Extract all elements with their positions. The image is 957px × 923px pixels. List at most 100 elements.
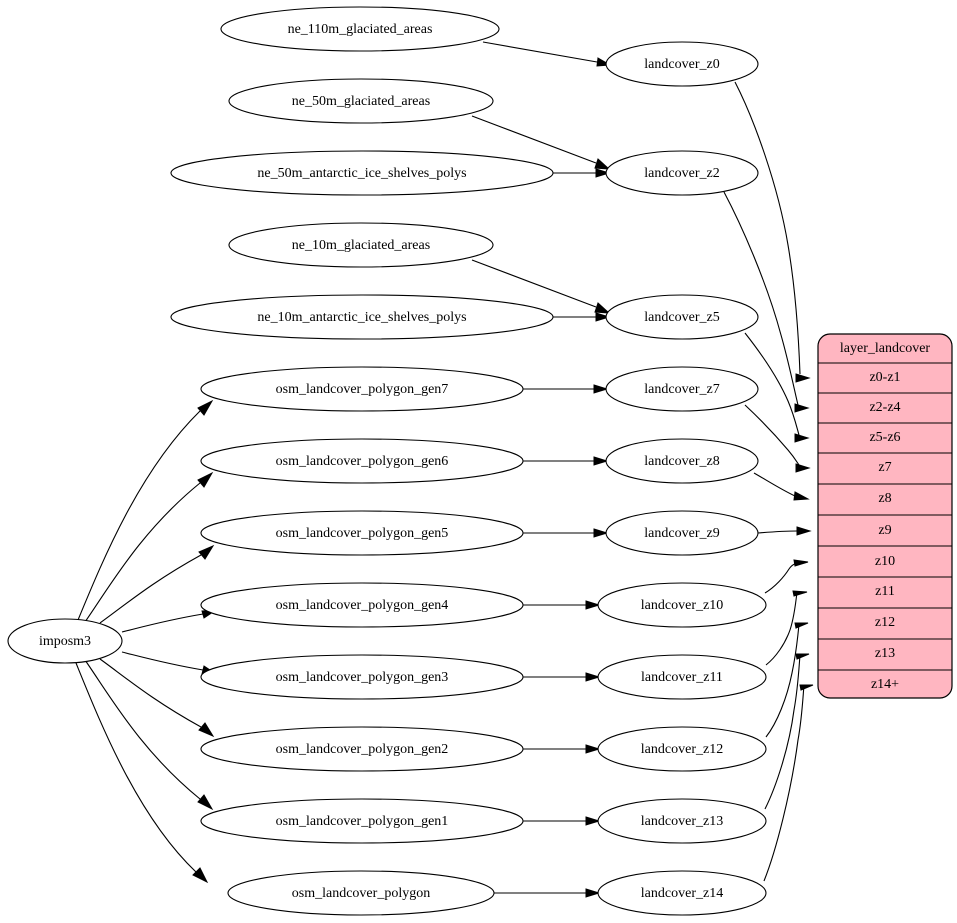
- node-osm-landcover-polygon-gen5[interactable]: osm_landcover_polygon_gen5: [200, 510, 524, 556]
- node-osm-landcover-polygon-gen5-label: osm_landcover_polygon_gen5: [276, 526, 449, 541]
- edges-layer: [75, 41, 814, 898]
- node-landcover-z13[interactable]: landcover_z13: [597, 798, 767, 844]
- edge-ne110m-to-z0: [482, 41, 612, 67]
- edge-z12-to-row-z12: [765, 622, 809, 738]
- record-row-z8[interactable]: z8: [878, 491, 891, 506]
- edge-imposm3-to-osm-polygon: [75, 662, 209, 884]
- node-osm-landcover-polygon-gen1-label: osm_landcover_polygon_gen1: [276, 814, 449, 829]
- node-osm-landcover-polygon-gen3-label: osm_landcover_polygon_gen3: [276, 670, 449, 685]
- node-ne-50m-glaciated-areas[interactable]: ne_50m_glaciated_areas: [228, 78, 494, 124]
- edge-ne10m-antarctic-to-z5: [553, 312, 611, 322]
- layer-landcover-record[interactable]: layer_landcover z0-z1 z2-z4 z5-z6 z7 z8 …: [817, 333, 953, 699]
- node-osm-landcover-polygon-gen1[interactable]: osm_landcover_polygon_gen1: [200, 798, 524, 844]
- record-row-z2-z4[interactable]: z2-z4: [869, 400, 900, 415]
- node-landcover-z0[interactable]: landcover_z0: [605, 41, 759, 87]
- node-ne-10m-antarctic-ice-shelves-polys-label: ne_10m_antarctic_ice_shelves_polys: [257, 310, 466, 325]
- edge-imposm3-to-osm-gen1: [84, 659, 214, 811]
- edge-osm-gen4-to-z10: [523, 600, 601, 610]
- node-osm-landcover-polygon-gen4-label: osm_landcover_polygon_gen4: [276, 598, 449, 613]
- node-osm-landcover-polygon-gen3[interactable]: osm_landcover_polygon_gen3: [200, 654, 524, 700]
- node-ne-10m-glaciated-areas[interactable]: ne_10m_glaciated_areas: [228, 222, 494, 268]
- node-ne-10m-glaciated-areas-label: ne_10m_glaciated_areas: [292, 238, 430, 253]
- node-landcover-z2[interactable]: landcover_z2: [605, 150, 759, 196]
- edge-imposm3-to-osm-gen2: [99, 658, 215, 738]
- node-ne-50m-antarctic-ice-shelves-polys-label: ne_50m_antarctic_ice_shelves_polys: [257, 166, 466, 181]
- node-landcover-z14-label: landcover_z14: [641, 886, 723, 901]
- node-landcover-z0-label: landcover_z0: [644, 57, 719, 72]
- node-landcover-z13-label: landcover_z13: [641, 814, 723, 829]
- node-landcover-z9[interactable]: landcover_z9: [605, 510, 759, 556]
- node-landcover-z10[interactable]: landcover_z10: [597, 582, 767, 628]
- node-landcover-z5-label: landcover_z5: [644, 310, 719, 325]
- node-imposm3[interactable]: imposm3: [7, 618, 123, 664]
- node-landcover-z11[interactable]: landcover_z11: [597, 654, 767, 700]
- node-osm-landcover-polygon-gen7[interactable]: osm_landcover_polygon_gen7: [200, 366, 524, 412]
- osm-source-nodes: osm_landcover_polygon_gen7 osm_landcover…: [200, 366, 524, 916]
- node-osm-landcover-polygon-gen2-label: osm_landcover_polygon_gen2: [276, 742, 449, 757]
- edge-imposm3-to-osm-gen6: [84, 471, 214, 623]
- landcover-zoom-nodes: landcover_z0 landcover_z2 landcover_z5 l…: [597, 41, 767, 916]
- edge-z11-to-row-z11: [765, 590, 808, 666]
- node-landcover-z11-label: landcover_z11: [641, 670, 723, 685]
- node-landcover-z10-label: landcover_z10: [641, 598, 723, 613]
- node-osm-landcover-polygon-gen2[interactable]: osm_landcover_polygon_gen2: [200, 726, 524, 772]
- node-imposm3-label: imposm3: [39, 634, 91, 649]
- node-osm-landcover-polygon-gen4[interactable]: osm_landcover_polygon_gen4: [200, 582, 524, 628]
- node-ne-10m-antarctic-ice-shelves-polys[interactable]: ne_10m_antarctic_ice_shelves_polys: [170, 294, 554, 340]
- edge-z14-to-row-z14plus: [763, 684, 814, 882]
- node-ne-110m-glaciated-areas[interactable]: ne_110m_glaciated_areas: [220, 6, 500, 52]
- edge-imposm3-to-osm-gen5: [99, 544, 215, 624]
- edge-ne50m-glaciated-to-z2: [471, 115, 611, 170]
- node-ne-50m-antarctic-ice-shelves-polys[interactable]: ne_50m_antarctic_ice_shelves_polys: [170, 150, 554, 196]
- edge-z0-to-row-z0z1: [734, 81, 811, 383]
- node-osm-landcover-polygon-gen6-label: osm_landcover_polygon_gen6: [276, 454, 449, 469]
- edge-osm-gen7-to-z7: [523, 384, 609, 394]
- edge-imposm3-to-osm-gen3: [121, 651, 218, 675]
- record-dividers: [818, 362, 952, 671]
- edge-osm-polygon-to-z14: [493, 888, 601, 898]
- node-landcover-z5[interactable]: landcover_z5: [605, 294, 759, 340]
- record-row-z12[interactable]: z12: [875, 615, 895, 630]
- node-landcover-z12[interactable]: landcover_z12: [597, 726, 767, 772]
- node-landcover-z14[interactable]: landcover_z14: [597, 870, 767, 916]
- edge-z5-to-row-z5z6: [744, 332, 810, 443]
- record-row-z14-plus[interactable]: z14+: [871, 677, 899, 692]
- edge-z10-to-row-z10: [764, 559, 809, 594]
- edge-osm-gen5-to-z9: [523, 528, 609, 538]
- record-header-label: layer_landcover: [840, 341, 931, 356]
- node-landcover-z8[interactable]: landcover_z8: [605, 438, 759, 484]
- edge-osm-gen2-to-z12: [522, 744, 601, 754]
- edge-ne50m-antarctic-to-z2: [553, 168, 611, 178]
- node-osm-landcover-polygon-label: osm_landcover_polygon: [292, 886, 430, 901]
- node-osm-landcover-polygon-gen6[interactable]: osm_landcover_polygon_gen6: [200, 438, 524, 484]
- record-row-z13[interactable]: z13: [875, 646, 895, 661]
- record-row-z5-z6[interactable]: z5-z6: [869, 430, 900, 445]
- edge-z9-to-row-z9: [757, 526, 812, 536]
- record-row-z9[interactable]: z9: [878, 523, 891, 538]
- node-landcover-z8-label: landcover_z8: [644, 454, 719, 469]
- edge-imposm3-to-osm-gen4: [121, 609, 218, 633]
- record-row-z11[interactable]: z11: [875, 584, 895, 599]
- edge-ne10m-glaciated-to-z5: [471, 259, 611, 314]
- edge-z13-to-row-z13: [764, 653, 810, 810]
- node-landcover-z7[interactable]: landcover_z7: [605, 366, 759, 412]
- edge-imposm3-to-osm-gen7: [77, 399, 214, 621]
- record-row-z0-z1[interactable]: z0-z1: [869, 370, 900, 385]
- node-ne-50m-glaciated-areas-label: ne_50m_glaciated_areas: [292, 94, 430, 109]
- edge-osm-gen6-to-z8: [523, 456, 609, 466]
- node-osm-landcover-polygon[interactable]: osm_landcover_polygon: [227, 870, 495, 916]
- natural-earth-source-nodes: ne_110m_glaciated_areas ne_50m_glaciated…: [170, 6, 554, 340]
- record-row-z7[interactable]: z7: [878, 460, 891, 475]
- edge-osm-gen3-to-z11: [523, 672, 601, 682]
- edge-osm-gen1-to-z13: [523, 816, 601, 826]
- node-landcover-z7-label: landcover_z7: [644, 382, 719, 397]
- node-ne-110m-glaciated-areas-label: ne_110m_glaciated_areas: [288, 22, 433, 37]
- edge-z2-to-row-z2z4: [723, 191, 810, 413]
- edge-z7-to-row-z7: [744, 404, 811, 473]
- node-landcover-z2-label: landcover_z2: [644, 166, 719, 181]
- node-landcover-z9-label: landcover_z9: [644, 526, 719, 541]
- record-row-z10[interactable]: z10: [875, 554, 895, 569]
- node-osm-landcover-polygon-gen7-label: osm_landcover_polygon_gen7: [276, 382, 449, 397]
